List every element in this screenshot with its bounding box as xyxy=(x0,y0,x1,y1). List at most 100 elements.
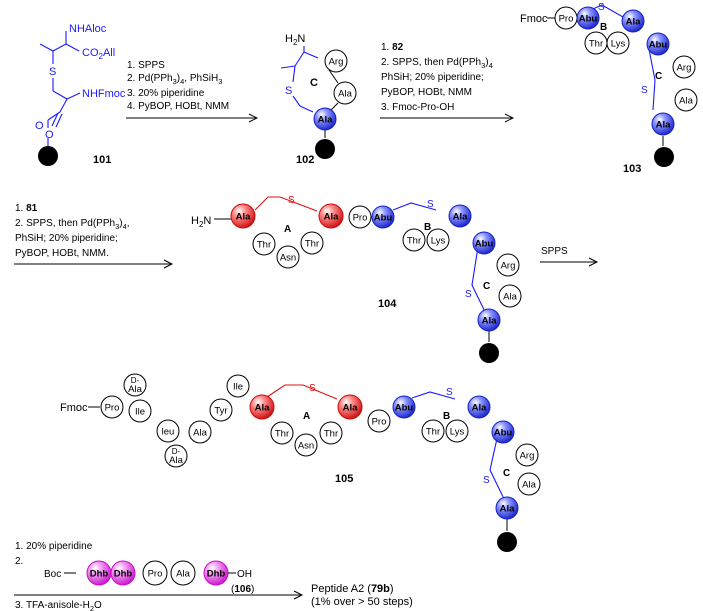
bead-105-tyr xyxy=(209,398,233,422)
svg-text:Dhb: Dhb xyxy=(90,569,109,580)
bead-105-dala2 xyxy=(164,444,188,468)
svg-text:Arg: Arg xyxy=(520,451,535,462)
svg-text:B: B xyxy=(424,222,431,233)
svg-text:Abu: Abu xyxy=(475,239,494,250)
bead-105-abu1 xyxy=(392,395,416,419)
svg-text:OH: OH xyxy=(237,569,252,580)
compound-105: Fmoc S A S B S C Pro D- Ala Ile leu D- A… xyxy=(60,373,541,552)
svg-text:Arg: Arg xyxy=(329,57,344,68)
svg-text:Abu: Abu xyxy=(579,14,598,25)
compound-101: NHAloc CO2All S NHFmoc O O 101 xyxy=(35,23,126,166)
arrow-head-1 xyxy=(248,113,259,123)
label-105: 105 xyxy=(335,473,353,485)
bead-103-lys xyxy=(606,31,630,55)
svg-text:Ala: Ala xyxy=(656,120,672,131)
step1-line1: 1. SPPS xyxy=(127,60,165,71)
svg-text:Ala: Ala xyxy=(236,212,252,223)
label-101: 101 xyxy=(93,154,111,166)
ring-c-102: C xyxy=(310,77,318,89)
svg-text:Lys: Lys xyxy=(431,236,446,247)
bead-103-ala1 xyxy=(621,9,645,33)
svg-text:Ala: Ala xyxy=(338,89,352,100)
step-1-conditions: 1. SPPS 2. Pd(PPh3)4, PhSiH3 3. 20% pipe… xyxy=(126,60,259,123)
svg-text:PyBOP, HOBt, NMM: PyBOP, HOBt, NMM xyxy=(381,87,472,98)
bead-103-ala3 xyxy=(651,112,675,136)
product-yield: (1% over > 50 steps) xyxy=(311,596,413,608)
svg-text:Ala: Ala xyxy=(503,292,517,303)
svg-text:Ala: Ala xyxy=(343,403,359,414)
svg-text:Ile: Ile xyxy=(233,382,243,393)
svg-text:Ile: Ile xyxy=(135,407,145,418)
bead-105-asn xyxy=(294,433,318,457)
h2n-102: H xyxy=(285,33,293,45)
svg-text:Pro: Pro xyxy=(559,14,574,25)
resin-bead-101 xyxy=(38,146,58,166)
bead-105-pro1 xyxy=(100,395,124,419)
svg-text:Ala: Ala xyxy=(169,455,183,466)
compound-102: H2N S C Arg Ala Ala 102 xyxy=(280,33,357,166)
svg-text:D-: D- xyxy=(172,447,181,456)
svg-text:Pro: Pro xyxy=(105,403,120,414)
svg-text:Thr: Thr xyxy=(426,427,440,438)
label-103: 103 xyxy=(623,163,641,175)
svg-text:D-: D- xyxy=(131,376,140,385)
svg-text:Pro: Pro xyxy=(372,417,387,428)
bead-103-arg xyxy=(672,55,696,79)
bead-104-ala2 xyxy=(318,203,344,229)
o-carbonyl: O xyxy=(35,120,44,132)
svg-text:S: S xyxy=(641,85,648,96)
svg-text:Arg: Arg xyxy=(677,63,692,74)
step1-line3: 3. 20% piperidine xyxy=(127,88,205,99)
svg-text:Lys: Lys xyxy=(450,427,465,438)
svg-text:Ala: Ala xyxy=(626,17,642,28)
bead-105-ala-blue1 xyxy=(467,395,491,419)
bead-105-ile1 xyxy=(128,399,152,423)
bead-104-ala1 xyxy=(230,203,256,229)
bead-105-leu xyxy=(156,419,180,443)
svg-text:C: C xyxy=(503,468,510,479)
bead-104-pro xyxy=(348,205,372,229)
svg-text:Ala: Ala xyxy=(128,384,142,395)
svg-text:Ala: Ala xyxy=(453,212,469,223)
fmoc-103: Fmoc xyxy=(520,13,548,25)
nhfmoc-label: NHFmoc xyxy=(82,88,126,100)
bead-106-dhb2 xyxy=(110,560,136,586)
svg-text:2. Pd(PPh3)4, PhSiH3: 2. Pd(PPh3)4, PhSiH3 xyxy=(127,73,222,86)
svg-text:S: S xyxy=(288,195,295,206)
svg-text:Abu: Abu xyxy=(374,213,393,224)
label-102: 102 xyxy=(296,154,314,166)
svg-text:B: B xyxy=(443,411,450,422)
svg-text:Abu: Abu xyxy=(494,428,513,439)
compound-104: H2N S A S B S C Ala Thr Asn Thr Ala Pro … xyxy=(191,195,522,363)
svg-text:Ala: Ala xyxy=(318,115,334,126)
svg-text:CO2All: CO2All xyxy=(82,47,115,61)
svg-text:1. 81: 1. 81 xyxy=(15,203,38,214)
bead-104-ala4 xyxy=(498,284,522,308)
svg-text:2. SPPS, then Pd(PPh3)4: 2. SPPS, then Pd(PPh3)4 xyxy=(381,57,493,70)
svg-text:Dhb: Dhb xyxy=(114,569,133,580)
svg-text:Ala: Ala xyxy=(324,212,340,223)
svg-text:Ala: Ala xyxy=(500,504,516,515)
svg-text:Arg: Arg xyxy=(501,261,516,272)
step-2-conditions: 1. 82 2. SPPS, then Pd(PPh3)4 PhSiH; 20%… xyxy=(380,42,515,123)
svg-text:Thr: Thr xyxy=(324,429,338,440)
svg-text:PhSiH; 20% piperidine;: PhSiH; 20% piperidine; xyxy=(15,233,118,244)
bead-104-ala3 xyxy=(448,204,472,228)
svg-text:Pro: Pro xyxy=(148,569,163,580)
svg-text:3. Fmoc-Pro-OH: 3. Fmoc-Pro-OH xyxy=(381,102,454,113)
svg-text:2.: 2. xyxy=(15,556,23,567)
svg-text:Thr: Thr xyxy=(589,39,603,50)
svg-text:Abu: Abu xyxy=(649,40,668,51)
svg-text:C: C xyxy=(483,281,490,292)
bead-105-lys xyxy=(445,419,469,443)
svg-text:A: A xyxy=(303,411,310,422)
bead-105-ala-blue2 xyxy=(495,496,519,520)
svg-text:Peptide A2 (79b): Peptide A2 (79b) xyxy=(311,583,394,595)
bead-102-ala2 xyxy=(313,107,337,131)
svg-text:1. 82: 1. 82 xyxy=(381,42,404,53)
svg-text:Ala: Ala xyxy=(472,403,488,414)
s-atom-102: S xyxy=(285,85,292,97)
bead-106-pro xyxy=(142,560,168,586)
bead-104-thr3 xyxy=(402,228,426,252)
svg-text:PyBOP, HOBt, NMM.: PyBOP, HOBt, NMM. xyxy=(15,248,109,259)
